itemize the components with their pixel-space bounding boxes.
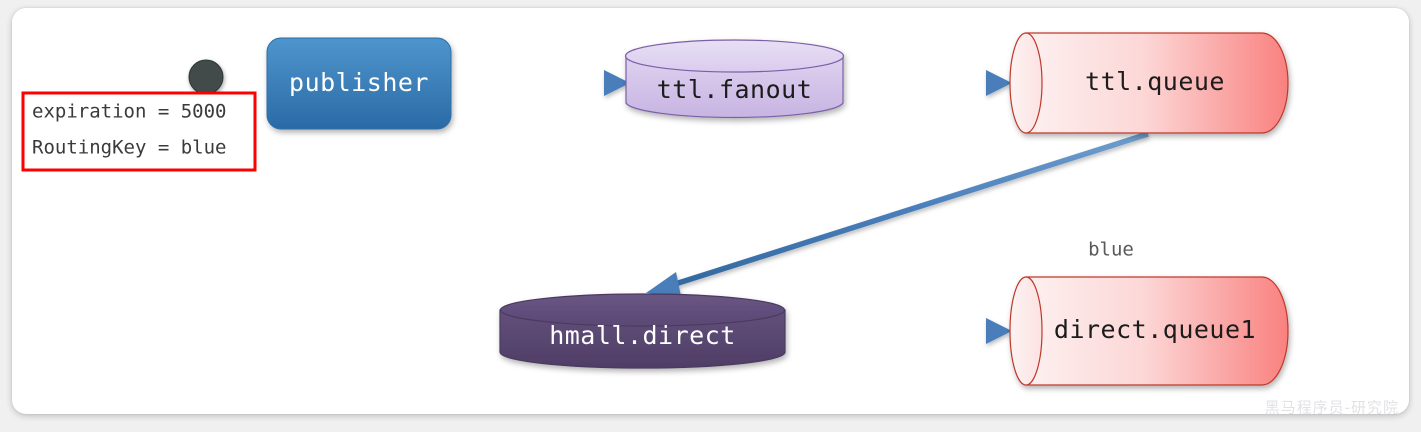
node-ttl-fanout-label: ttl.fanout [657,75,813,104]
node-hmall-direct-body [499,309,786,369]
edge-label-blue: blue [1088,239,1134,261]
node-direct-queue1-left-cap [1009,276,1043,386]
annotation-box-border [21,91,257,172]
node-ttl-queue[interactable]: ttl.queue [1009,32,1289,134]
node-hmall-direct-label: hmall.direct [549,321,736,350]
node-publisher-label: publisher [289,68,429,97]
annotation-line-expiration: expiration = 5000 [32,101,226,123]
node-hmall-direct-top-cap [499,293,786,327]
edge-publisher-to-fanout[interactable] [450,70,630,96]
edge-fanout-to-ttl-queue[interactable] [843,70,1012,96]
node-publisher[interactable]: publisher [266,37,452,130]
node-direct-queue1[interactable]: direct.queue1 [1009,276,1289,386]
annotation-box: expiration = 5000 RoutingKey = blue [21,91,257,172]
edge-hmall-direct-to-direct-queue1[interactable] [785,318,1012,344]
node-hmall-direct[interactable]: hmall.direct [499,293,786,369]
node-ttl-fanout-top-cap [624,39,845,73]
node-ttl-fanout[interactable]: ttl.fanout [624,39,845,119]
node-direct-queue1-body [1025,276,1289,386]
annotation-line-routingkey: RoutingKey = blue [32,137,226,159]
node-ttl-queue-body [1025,32,1289,134]
node-ttl-queue-label: ttl.queue [1085,67,1225,96]
node-ttl-queue-left-cap [1009,32,1043,134]
node-ttl-fanout-body [625,55,844,119]
watermark-text: 黑马程序员-研究院 [1265,399,1399,417]
edge-ttl-queue-to-hmall-direct[interactable] [646,131,1149,296]
node-direct-queue1-label: direct.queue1 [1054,315,1256,344]
dot-marker-icon [188,59,224,95]
node-publisher-shape [266,37,452,130]
